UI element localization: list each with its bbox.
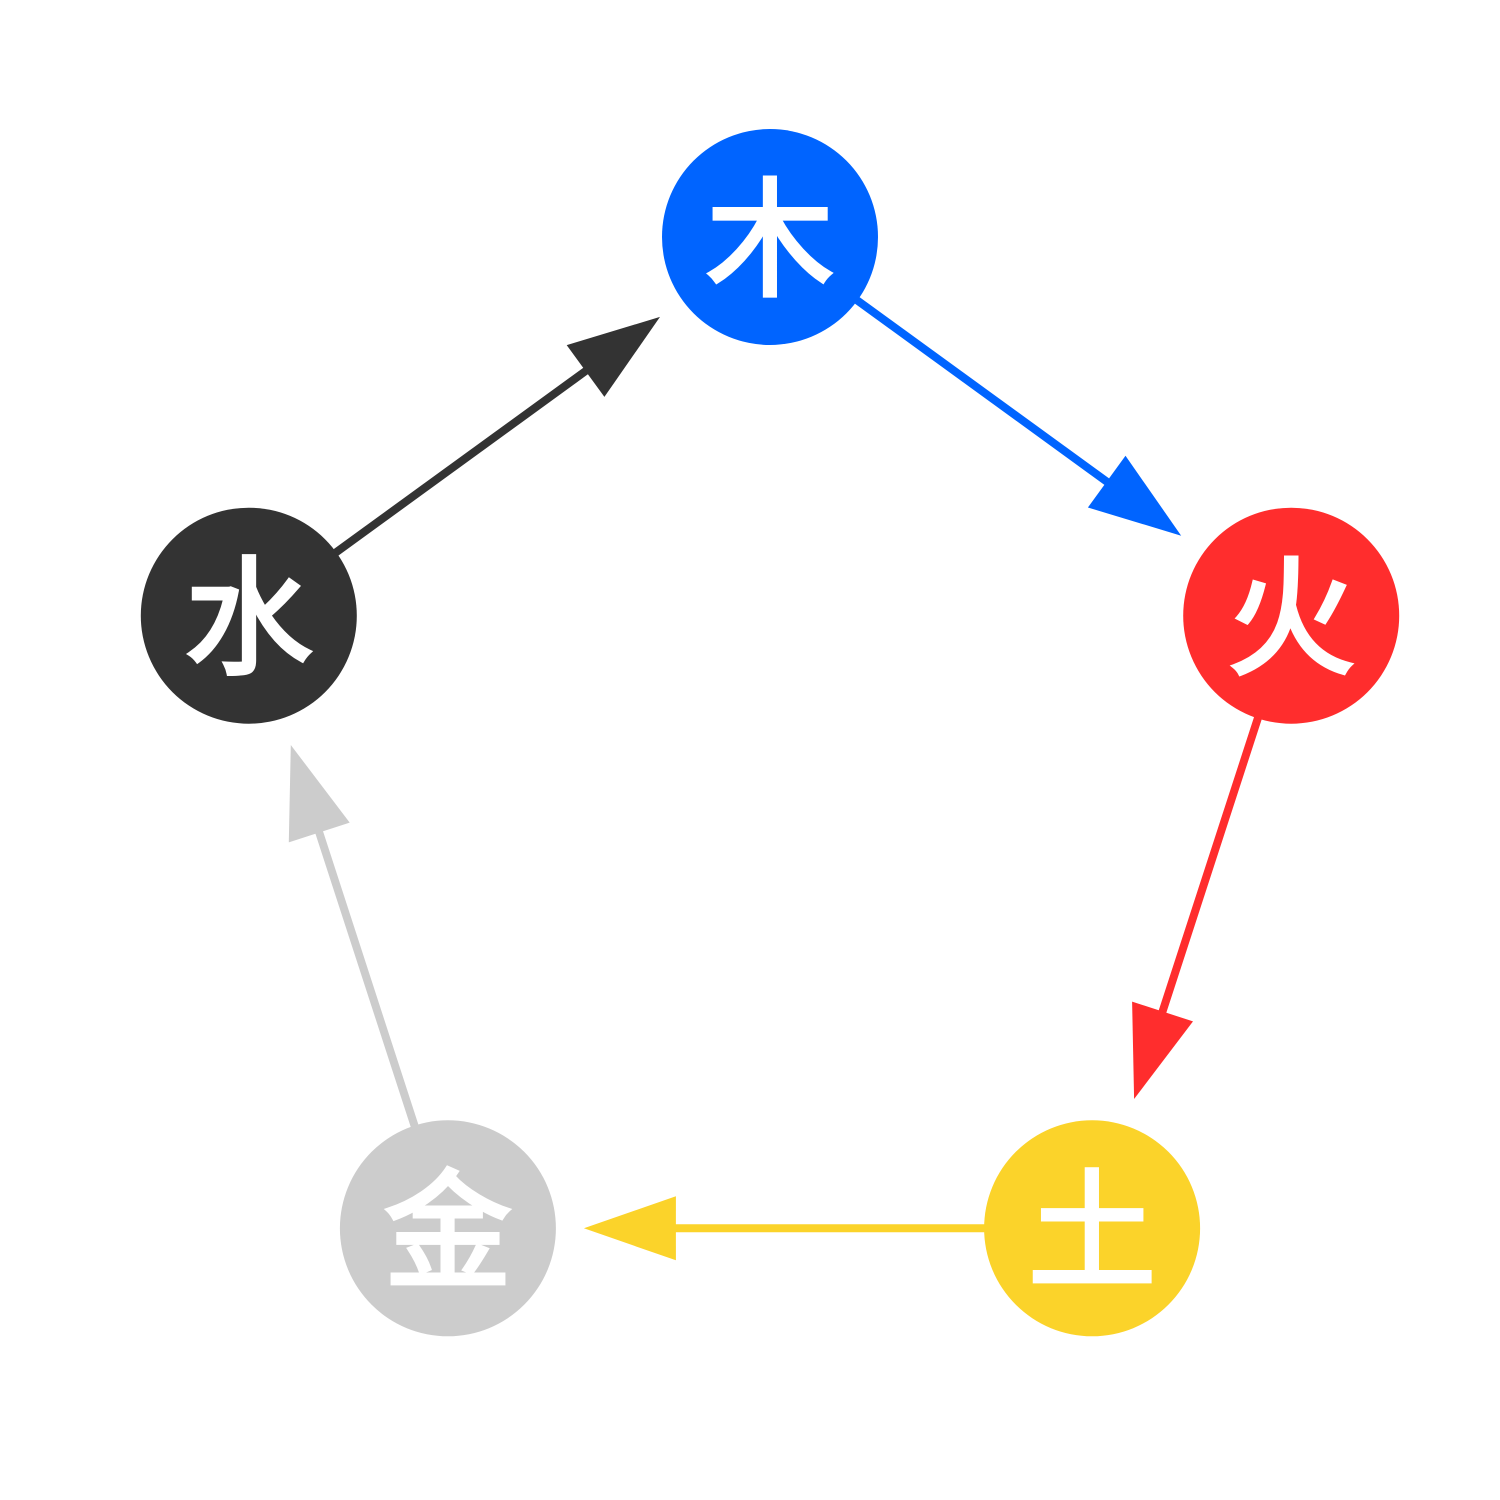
arrow-line — [1157, 707, 1265, 1017]
node-circle — [140, 507, 357, 724]
node-water: 水 — [140, 507, 357, 724]
node-circle — [339, 1120, 556, 1337]
arrow-water-to-wood — [325, 316, 660, 562]
arrowhead — [1132, 1001, 1193, 1099]
nodes-layer: 木 火 土 金 水 — [140, 129, 1400, 1337]
node-label-metal: 金 — [383, 1157, 513, 1307]
arrow-fire-to-earth — [1132, 707, 1265, 1099]
node-circle — [662, 129, 878, 345]
arrow-line — [846, 291, 1113, 488]
arrow-line — [314, 827, 422, 1137]
node-label-water: 水 — [185, 545, 314, 695]
node-metal: 金 — [339, 1120, 556, 1337]
arrow-earth-to-metal — [583, 1196, 995, 1261]
node-fire: 火 — [1183, 507, 1400, 724]
node-label-earth: 土 — [1028, 1157, 1156, 1307]
arrowhead — [583, 1196, 676, 1261]
node-wood: 木 — [662, 129, 878, 345]
arrowhead — [288, 745, 350, 843]
arrow-wood-to-fire — [846, 291, 1182, 536]
node-earth: 土 — [984, 1120, 1201, 1337]
arrowhead — [566, 316, 660, 397]
node-label-fire: 火 — [1227, 545, 1355, 695]
edges-layer — [288, 291, 1265, 1261]
arrowhead — [1087, 455, 1182, 536]
node-circle — [1183, 507, 1400, 724]
arrow-line — [325, 365, 592, 562]
arrow-metal-to-water — [288, 745, 422, 1137]
node-circle — [984, 1120, 1201, 1337]
node-label-wood: 木 — [706, 166, 834, 316]
